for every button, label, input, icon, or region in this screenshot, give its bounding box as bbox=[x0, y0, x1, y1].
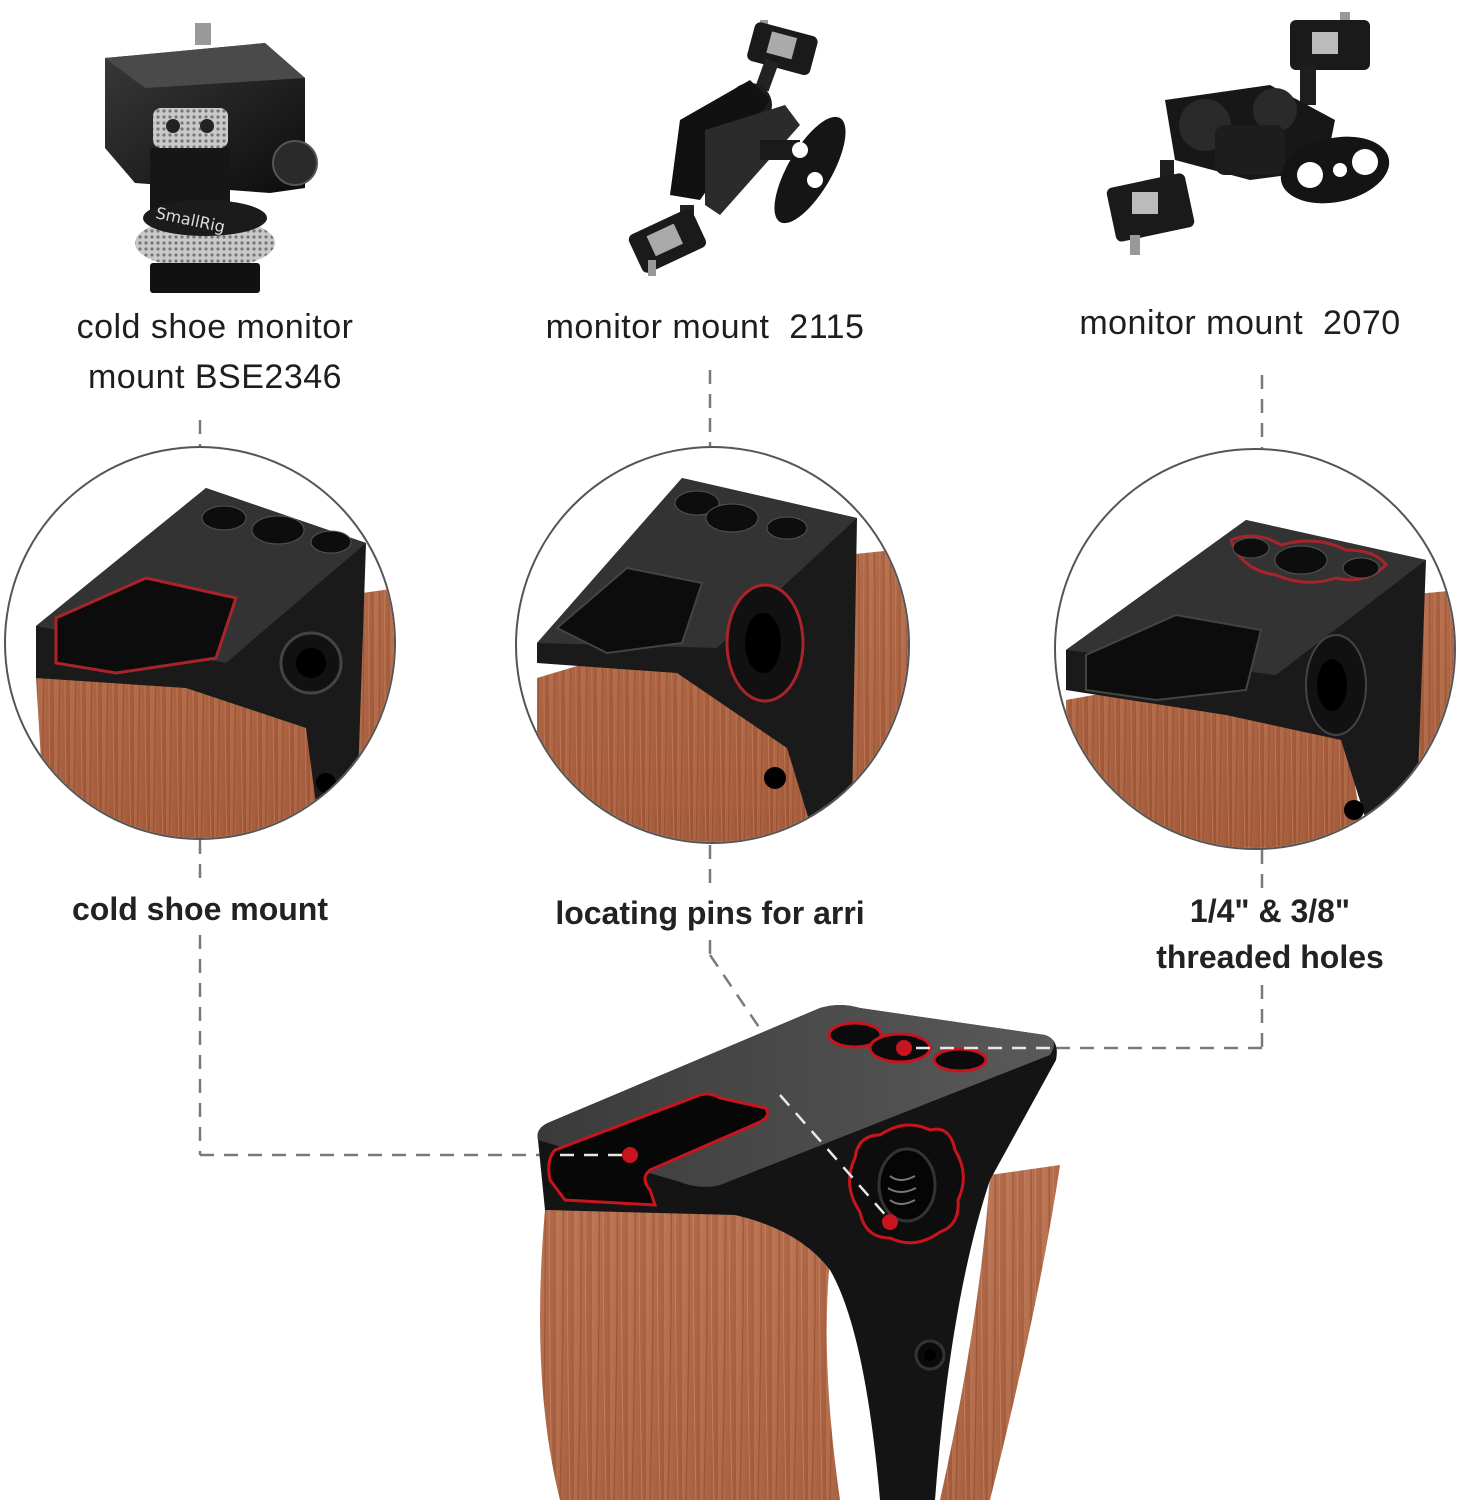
detail-circle-cold-shoe bbox=[4, 446, 396, 840]
cold-shoe-marker bbox=[622, 1147, 638, 1163]
feature-label-threaded-holes: 1/4" & 3/8" threaded holes bbox=[1156, 893, 1384, 975]
feature-label-cold-shoe: cold shoe mount bbox=[72, 891, 328, 927]
accessory-2115-image bbox=[610, 20, 850, 300]
arri-pins-marker bbox=[882, 1214, 898, 1230]
detail-circle-arri-pins bbox=[515, 446, 910, 844]
accessory-title-bse2346: cold shoe monitor mount BSE2346 bbox=[76, 308, 354, 396]
handle-product-image bbox=[520, 1000, 1080, 1500]
accessory-2070-image bbox=[1100, 10, 1400, 270]
accessory-bse2346-image: SmallRig bbox=[95, 18, 320, 303]
feature-label-arri-pins: locating pins for arri bbox=[555, 895, 865, 931]
accessory-title-2070: monitor mount 2070 bbox=[1079, 304, 1401, 342]
accessory-title-2115: monitor mount 2115 bbox=[545, 308, 865, 346]
threaded-holes-marker bbox=[896, 1040, 912, 1056]
detail-circle-threaded-holes bbox=[1054, 448, 1456, 850]
